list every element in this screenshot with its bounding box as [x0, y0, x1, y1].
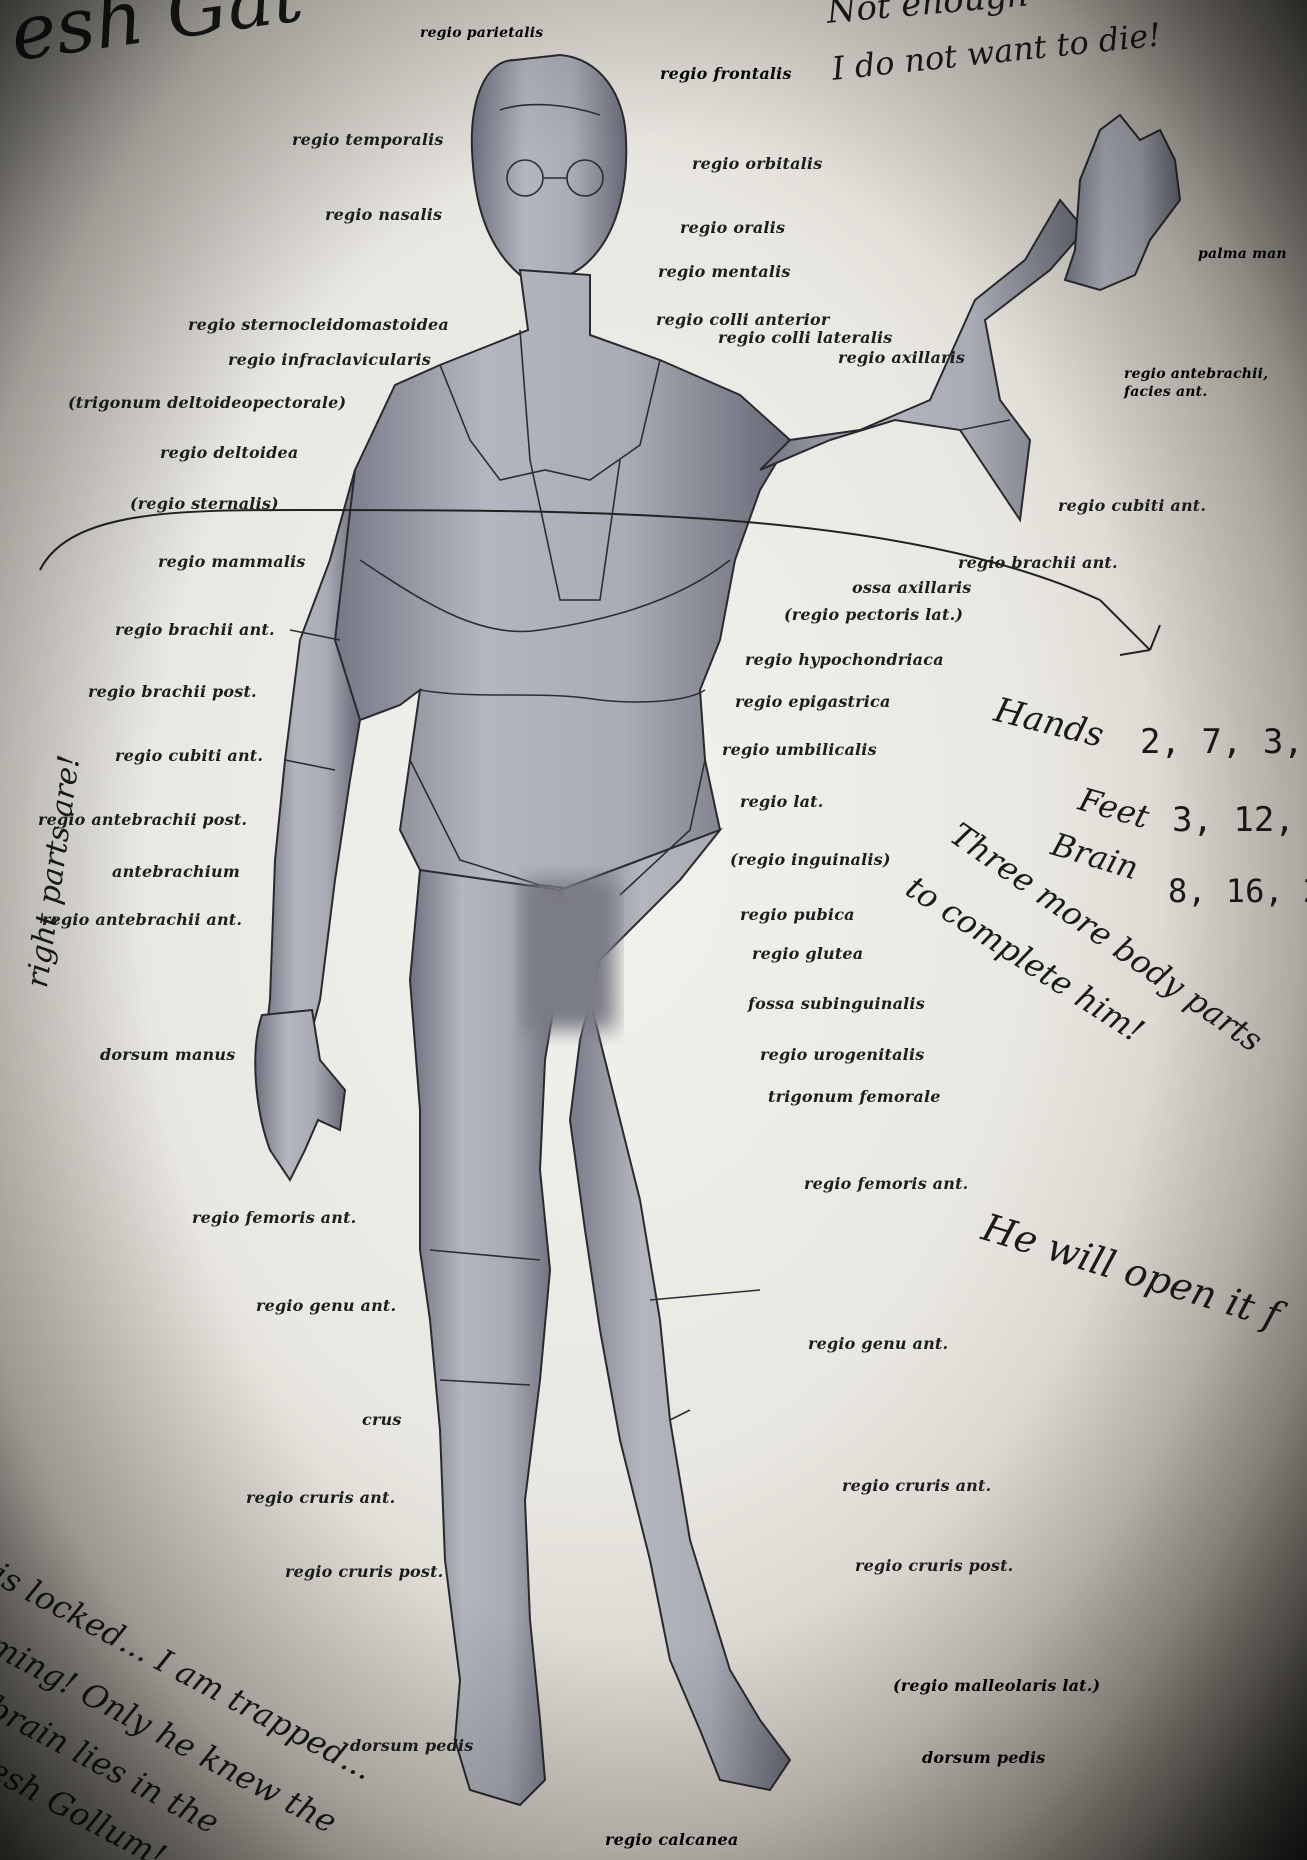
- label-pectoris-lat: (regio pectoris lat.): [784, 605, 963, 624]
- label-deltoidea: regio deltoidea: [160, 443, 298, 462]
- label-urogenitalis: regio urogenitalis: [760, 1045, 924, 1064]
- label-brachii-ant-l: regio brachii ant.: [115, 620, 275, 639]
- label-subinguinalis: fossa subinguinalis: [748, 994, 925, 1013]
- label-glutea: regio glutea: [752, 944, 863, 963]
- note-hands-nums: 2, 7, 3,: [1140, 722, 1304, 762]
- label-crus: crus: [362, 1410, 402, 1429]
- label-trig-femorale: trigonum femorale: [768, 1087, 941, 1106]
- label-cruris-ant-l: regio cruris ant.: [246, 1488, 395, 1507]
- label-trigonum-delt: (trigonum deltoideopectorale): [68, 393, 346, 412]
- label-palma: palma man: [1198, 246, 1287, 262]
- label-epigastrica: regio epigastrica: [735, 692, 891, 711]
- label-ossa-axillaris: ossa axillaris: [852, 578, 971, 597]
- label-cruris-post-l: regio cruris post.: [285, 1562, 443, 1581]
- label-scm: regio sternocleidomastoidea: [188, 315, 449, 334]
- label-calcanea: regio calcanea: [605, 1830, 738, 1849]
- label-oralis: regio oralis: [680, 218, 785, 237]
- label-genu-ant-l: regio genu ant.: [256, 1296, 396, 1315]
- label-infraclav: regio infraclavicularis: [228, 350, 431, 369]
- label-malleolaris: (regio malleolaris lat.): [893, 1676, 1100, 1695]
- label-temporalis: regio temporalis: [292, 130, 444, 149]
- label-parietalis: regio parietalis: [420, 25, 543, 41]
- blur-patch: [525, 880, 615, 1030]
- label-cruris-post-r: regio cruris post.: [855, 1556, 1013, 1575]
- label-umbilicalis: regio umbilicalis: [722, 740, 877, 759]
- label-facies-ant: facies ant.: [1124, 384, 1207, 400]
- label-cruris-ant-r: regio cruris ant.: [842, 1476, 991, 1495]
- label-brachii-post: regio brachii post.: [88, 682, 257, 701]
- label-antebrachii-ant: regio antebrachii ant.: [42, 910, 242, 929]
- arrowhead-icon: [1100, 600, 1160, 655]
- label-axillaris: regio axillaris: [838, 348, 965, 367]
- label-nasalis: regio nasalis: [325, 205, 442, 224]
- label-antebrachii-fac: regio antebrachii,: [1124, 366, 1268, 382]
- note-feet-nums: 3, 12,: [1172, 800, 1295, 840]
- label-colli-lat: regio colli lateralis: [718, 328, 893, 347]
- label-sternalis: (regio sternalis): [130, 494, 279, 513]
- label-pubica: regio pubica: [740, 905, 855, 924]
- label-cubiti-ant-r: regio cubiti ant.: [1058, 496, 1206, 515]
- note-brain-nums: 8, 16, 2: [1168, 872, 1307, 910]
- label-mammalis: regio mammalis: [158, 552, 306, 571]
- label-reg-lat: regio lat.: [740, 792, 824, 811]
- label-dorsum-manus: dorsum manus: [100, 1045, 235, 1064]
- label-genu-ant-r: regio genu ant.: [808, 1334, 948, 1353]
- label-frontalis: regio frontalis: [660, 64, 792, 83]
- label-inguinalis: (regio inguinalis): [730, 850, 891, 869]
- label-hypochondriaca: regio hypochondriaca: [745, 650, 944, 669]
- label-dorsum-pedis-r: dorsum pedis: [922, 1748, 1045, 1767]
- label-antebrachium: antebrachium: [112, 862, 240, 881]
- label-brachii-ant-r: regio brachii ant.: [958, 553, 1118, 572]
- label-femoris-ant-l: regio femoris ant.: [192, 1208, 356, 1227]
- label-mentalis: regio mentalis: [658, 262, 791, 281]
- label-colli-ant: regio colli anterior: [656, 310, 830, 329]
- label-orbitalis: regio orbitalis: [692, 154, 822, 173]
- label-cubiti-ant-l: regio cubiti ant.: [115, 746, 263, 765]
- label-femoris-ant-r: regio femoris ant.: [804, 1174, 968, 1193]
